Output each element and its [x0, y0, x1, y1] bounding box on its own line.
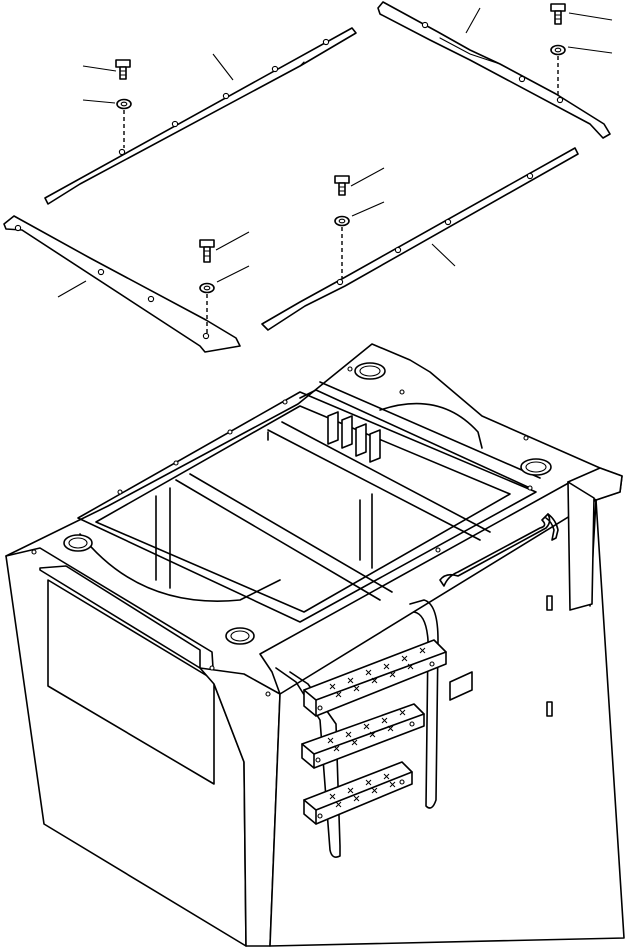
washer: [550, 44, 566, 56]
frame-body: [5, 343, 625, 947]
leader-line: [216, 265, 250, 283]
washer: [334, 215, 350, 227]
leader-line: [351, 201, 385, 217]
leader-line: [82, 65, 117, 72]
bolt: [550, 3, 566, 25]
tread-pattern: [329, 773, 396, 808]
handrail: [439, 513, 559, 587]
leader-line: [567, 46, 613, 54]
tread-pattern: [329, 647, 426, 698]
leader-line: [212, 53, 234, 81]
washer: [199, 282, 215, 294]
leader-line: [82, 99, 116, 104]
cover-plate-lower-right: [261, 147, 579, 331]
bolt: [199, 239, 215, 263]
bolt: [334, 175, 350, 196]
leader-line: [568, 12, 613, 21]
leader-line: [215, 231, 250, 251]
leader-line: [465, 7, 481, 34]
cover-plate-upper-right: [377, 1, 611, 139]
leader-line: [431, 243, 456, 267]
access-ladder: [275, 599, 447, 858]
cover-plate-upper-left: [44, 27, 357, 205]
tread-pattern: [327, 709, 406, 752]
bolt: [115, 59, 131, 80]
leader-line: [57, 280, 87, 298]
washer: [116, 98, 132, 110]
cover-plate-lower-left: [3, 215, 241, 353]
leader-line: [350, 167, 385, 187]
